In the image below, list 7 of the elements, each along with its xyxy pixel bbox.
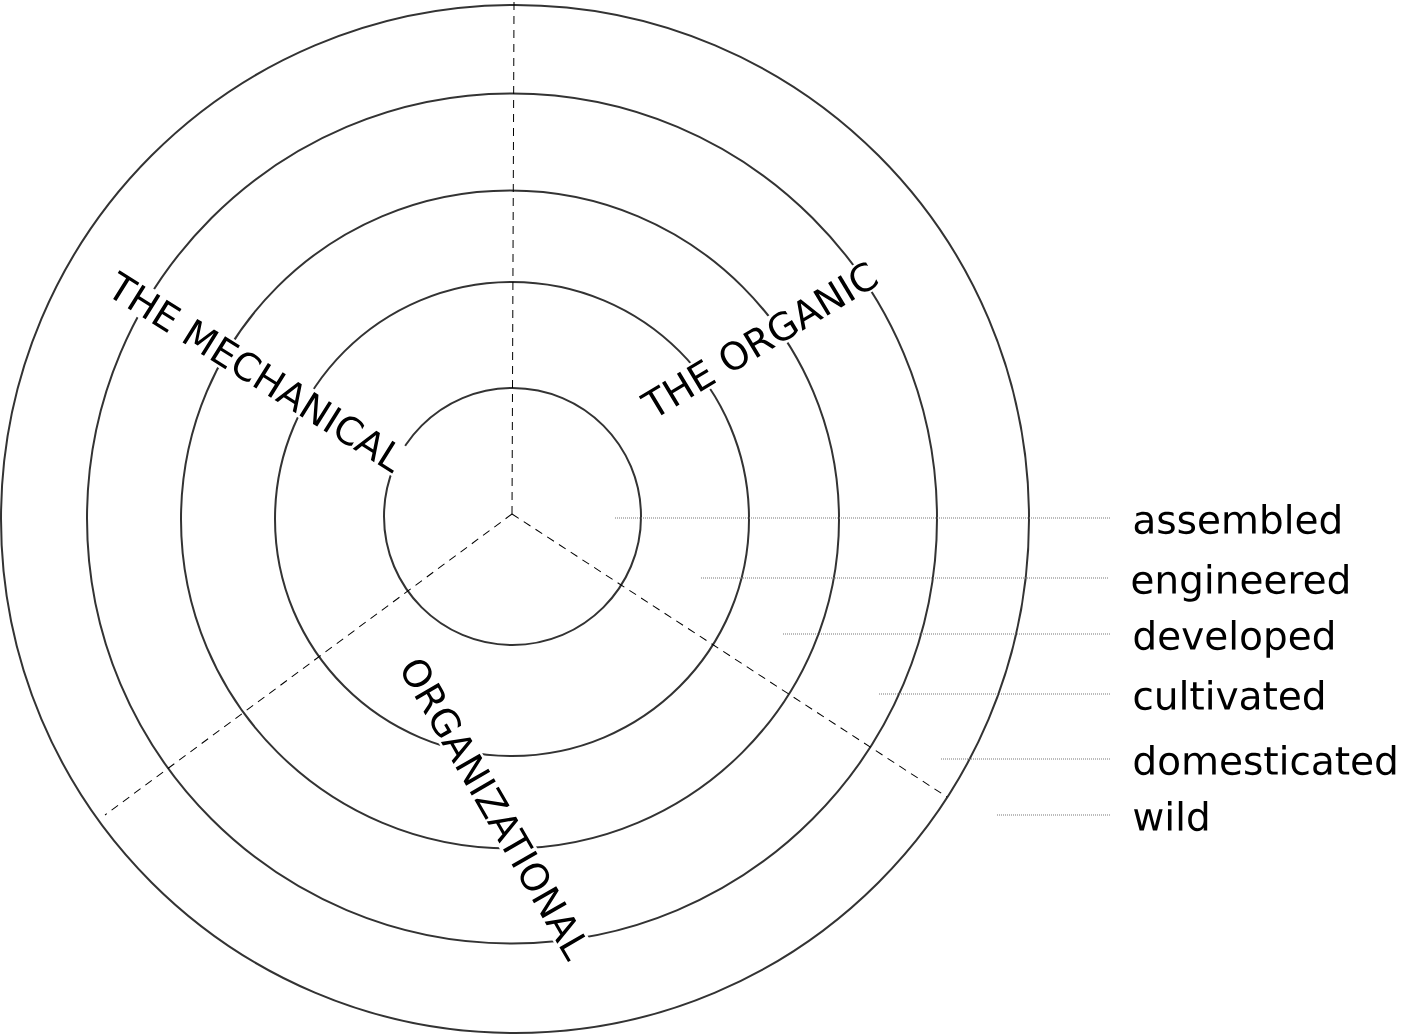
level-label: assembled (1134, 504, 1340, 535)
level-label: domesticated (1134, 745, 1396, 776)
ring (0, 4, 1030, 1034)
level-label: developed (1134, 620, 1333, 658)
level-label: engineered (1132, 564, 1348, 602)
level-label: cultivated (1134, 680, 1324, 711)
level-label: wild (1134, 801, 1208, 832)
